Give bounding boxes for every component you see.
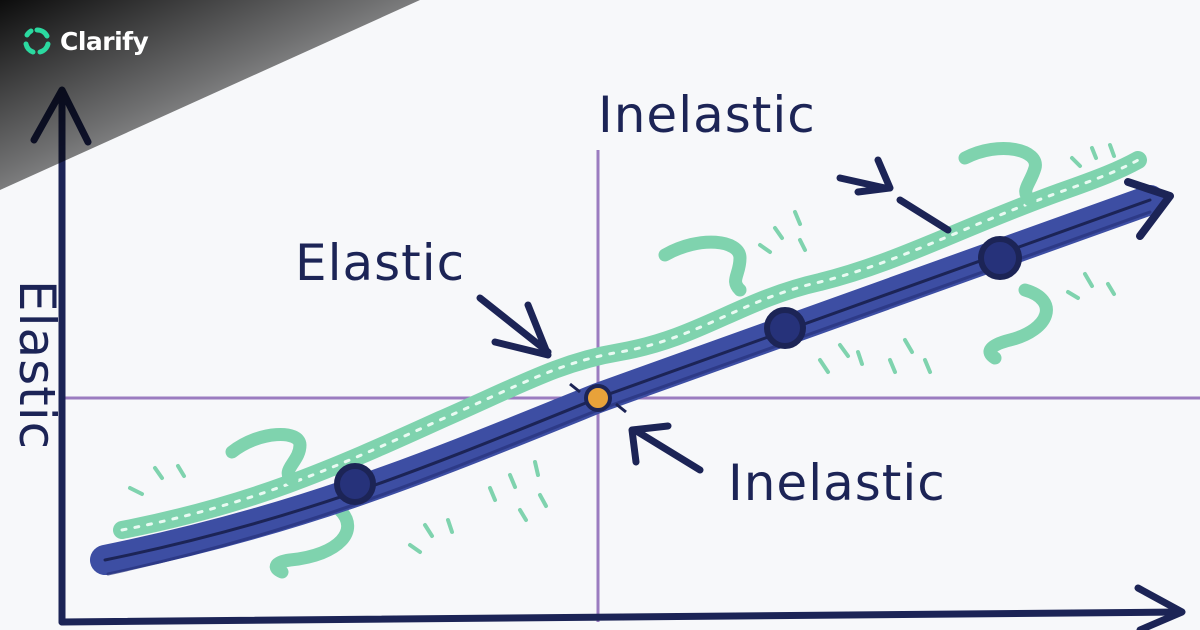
inelastic-lower-label: Inelastic: [728, 454, 946, 512]
inelastic-upper-label: Inelastic: [598, 86, 816, 144]
band-points: [334, 236, 1022, 505]
elastic-label: Elastic: [295, 234, 465, 292]
point-marker: [978, 236, 1022, 280]
point-marker: [764, 307, 806, 349]
center-point-marker: [584, 384, 612, 412]
brand-logo[interactable]: Clarify: [22, 26, 149, 56]
point-marker: [334, 463, 376, 505]
annotation-arrows: [476, 156, 952, 474]
y-axis-label: Elastic: [8, 280, 66, 450]
motion-marks: [128, 143, 1116, 554]
inelastic-lower-pointer-arrow-icon: [634, 428, 704, 474]
green-band: [113, 142, 1147, 579]
brand-name: Clarify: [60, 26, 149, 56]
trend-arrowhead-icon: [1124, 178, 1174, 240]
x-axis: [58, 584, 1186, 630]
clarify-logo-icon: [23, 27, 51, 55]
x-axis-arrow-icon: [1134, 584, 1186, 630]
elastic-pointer-arrow-icon: [476, 294, 552, 356]
